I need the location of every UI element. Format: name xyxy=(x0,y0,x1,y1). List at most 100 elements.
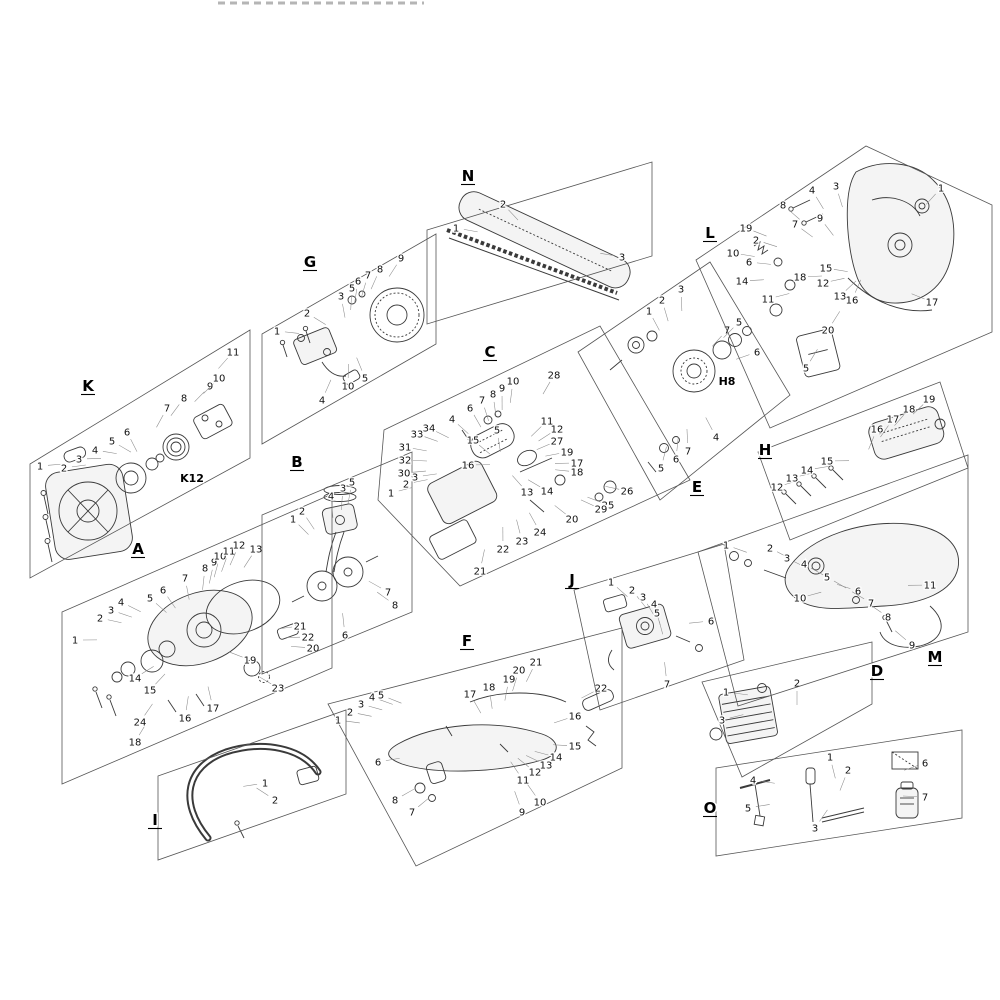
leader-line xyxy=(911,293,925,300)
leader-line xyxy=(605,486,620,490)
leader-line xyxy=(258,676,272,685)
section-K: 1234567891011KK12 xyxy=(29,329,251,579)
part-number-M-8: 8 xyxy=(885,613,891,624)
section-outline-E xyxy=(577,261,791,501)
leader-line xyxy=(776,551,790,559)
part-number-M-10: 10 xyxy=(794,594,807,605)
part-number-F-13: 13 xyxy=(540,761,553,772)
part-number-D-3: 3 xyxy=(719,716,725,727)
part-number-L-14: 14 xyxy=(736,277,749,288)
leader-line xyxy=(331,503,334,518)
leader-line xyxy=(388,264,397,277)
leader-line xyxy=(815,196,824,209)
leader-line xyxy=(514,791,520,805)
leader-line xyxy=(207,686,212,701)
leader-line xyxy=(350,295,352,310)
part-number-A-1: 1 xyxy=(72,636,78,647)
leader-line xyxy=(357,713,372,717)
part-number-J-6: 6 xyxy=(708,617,714,628)
leader-line xyxy=(221,558,227,572)
part-number-A-18: 18 xyxy=(129,738,142,749)
section-label-B: B xyxy=(291,453,302,471)
section-label-E: E xyxy=(692,478,702,496)
part-number-F-8: 8 xyxy=(392,796,398,807)
fuel-tank-handle-sketch xyxy=(729,522,959,648)
leader-line xyxy=(229,552,237,566)
section-label-H: H xyxy=(759,441,772,459)
part-number-L-11: 11 xyxy=(762,295,775,306)
part-number-H-16: 16 xyxy=(871,425,884,436)
part-number-C-24: 24 xyxy=(534,528,547,539)
part-number-E-5: 5 xyxy=(658,464,664,475)
part-number-A-9: 9 xyxy=(211,558,217,569)
clutch-oil-pump-sketch xyxy=(609,326,752,473)
leader-line xyxy=(733,547,747,553)
part-number-M-6: 6 xyxy=(855,587,861,598)
leader-line xyxy=(600,253,615,256)
part-number-C-12: 12 xyxy=(551,425,564,436)
air-filter-cover-sketch xyxy=(781,406,946,505)
part-number-G-4: 4 xyxy=(319,396,325,407)
part-number-H-19: 19 xyxy=(923,395,936,406)
leader-line xyxy=(517,758,529,768)
part-number-C-7: 7 xyxy=(479,396,485,407)
leader-line xyxy=(368,705,383,711)
part-number-H-18: 18 xyxy=(903,405,916,416)
leader-line xyxy=(342,303,346,318)
part-number-E-3: 3 xyxy=(678,285,684,296)
part-number-O-3: 3 xyxy=(812,824,818,835)
part-number-O-6: 6 xyxy=(922,759,928,770)
part-number-N-3: 3 xyxy=(619,253,625,264)
part-number-O-5: 5 xyxy=(745,804,751,815)
part-number-E-6: 6 xyxy=(754,348,760,359)
leader-line xyxy=(819,809,828,822)
leader-line xyxy=(749,279,764,281)
part-number-K-2: 2 xyxy=(61,464,67,475)
leader-line xyxy=(755,804,770,807)
leader-line xyxy=(740,254,755,257)
leader-line xyxy=(413,479,428,483)
part-number-A-2: 2 xyxy=(97,614,103,625)
section-outline-O xyxy=(715,729,963,857)
part-number-F-16: 16 xyxy=(569,712,582,723)
leader-line xyxy=(356,357,363,371)
leader-line xyxy=(807,591,822,597)
part-number-D-2: 2 xyxy=(794,679,800,690)
sub-label-H8: H8 xyxy=(719,375,736,388)
part-number-C-18: 18 xyxy=(571,468,584,479)
section-label-A: A xyxy=(132,540,144,558)
leader-line xyxy=(481,549,485,564)
part-number-F-1: 1 xyxy=(335,716,341,727)
part-number-A-24: 24 xyxy=(134,718,147,729)
leader-line xyxy=(705,417,713,431)
part-number-B-3: 3 xyxy=(340,484,346,495)
part-number-H-17: 17 xyxy=(887,415,900,426)
leader-line xyxy=(831,764,836,779)
leader-line xyxy=(412,460,427,462)
part-number-G-10: 10 xyxy=(342,382,355,393)
leader-line xyxy=(324,379,332,393)
part-number-A-4: 4 xyxy=(118,598,124,609)
leader-line xyxy=(102,451,117,454)
leader-line xyxy=(527,479,541,488)
part-number-F-15: 15 xyxy=(569,742,582,753)
part-number-O-7: 7 xyxy=(922,793,928,804)
part-number-F-2: 2 xyxy=(347,708,353,719)
leader-line xyxy=(854,279,862,293)
leader-line xyxy=(422,473,437,477)
part-number-C-4: 4 xyxy=(449,415,455,426)
leader-line xyxy=(340,495,343,510)
leader-line xyxy=(457,424,469,434)
section-outline-L xyxy=(695,145,993,429)
leader-line xyxy=(538,433,551,442)
part-number-C-14: 14 xyxy=(541,487,554,498)
leader-line xyxy=(156,414,164,428)
leader-line xyxy=(170,404,180,416)
part-number-C-29: 29 xyxy=(595,505,608,516)
